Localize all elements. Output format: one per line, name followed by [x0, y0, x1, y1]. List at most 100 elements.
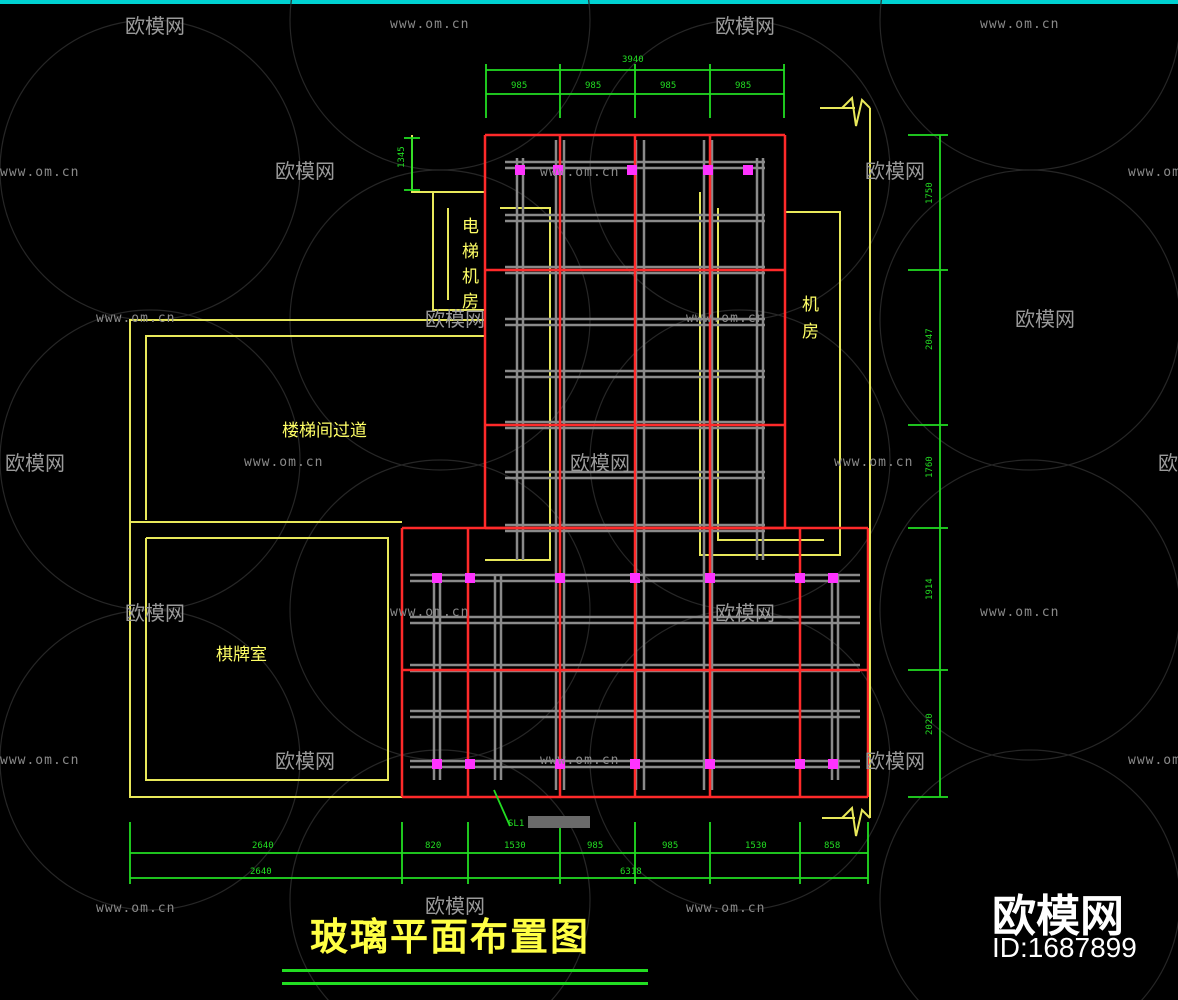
wall-line [699, 192, 841, 556]
grid-node [630, 759, 640, 769]
dimension-label: 1750 [925, 182, 935, 204]
grid-node [795, 573, 805, 583]
watermark-brand: 欧模网 [715, 601, 775, 625]
grid-node [555, 759, 565, 769]
room-label-char: 房 [462, 292, 479, 312]
room-label-elevator: 电梯机房 [462, 217, 479, 312]
wall-line [717, 208, 824, 541]
watermark-url: www.om.cn [540, 753, 619, 768]
dimension-label: 1530 [504, 841, 526, 851]
dimension-label: 985 [735, 81, 751, 91]
brand-logo: 欧模网 [992, 891, 1124, 942]
grid-node [705, 759, 715, 769]
break-symbol [841, 95, 871, 127]
watermark-brand: 欧模网 [425, 894, 485, 918]
room-label-char: 房 [802, 322, 819, 342]
dimension-label: 2047 [925, 328, 935, 350]
glass-grid [400, 133, 870, 799]
watermark-url: www.om.cn [686, 901, 765, 916]
room-label-char: 机 [462, 267, 479, 287]
dimension-label: 985 [587, 841, 603, 851]
watermark-url: www.om.cn [980, 17, 1059, 32]
watermark-brand: 欧模网 [275, 159, 335, 183]
watermark-brand: 欧模网 [1015, 307, 1075, 331]
grid-node [828, 573, 838, 583]
wall-line [129, 319, 485, 798]
watermark-circle [289, 749, 591, 1000]
wall-line [145, 335, 485, 520]
dimension-line [493, 789, 511, 827]
room-label-char: 机 [802, 295, 819, 315]
grid-nodes [432, 165, 838, 769]
watermark-brand: 欧模网 [570, 451, 630, 475]
watermark-url: www.om.cn [834, 455, 913, 470]
room-label-chess: 棋牌室 [216, 645, 267, 665]
wall-line [411, 135, 433, 193]
dimension-label: 6318 [620, 867, 642, 877]
grid-node [515, 165, 525, 175]
callout-label: SL1 [508, 819, 524, 829]
dimension-label: 2640 [250, 867, 272, 877]
watermark-url: www.om.cn [0, 165, 79, 180]
grid-node [555, 573, 565, 583]
grid-node [828, 759, 838, 769]
dimension-label: 3940 [622, 55, 644, 65]
watermark-brand: 欧模网 [125, 14, 185, 38]
grid-node [705, 573, 715, 583]
wall-line [145, 537, 389, 781]
dimension-label: 985 [660, 81, 676, 91]
watermark-url: www.om.cn [96, 311, 175, 326]
grid-node [703, 165, 713, 175]
watermark-circle [879, 749, 1178, 1000]
dimension-label: 1345 [397, 146, 407, 168]
room-label-char: 梯 [462, 242, 479, 262]
dimension-label: 985 [662, 841, 678, 851]
watermark-url: www.om.cn [540, 165, 619, 180]
watermark-circle [879, 169, 1178, 471]
room-label-char: 电 [462, 217, 479, 237]
dimension-label: 2640 [252, 841, 274, 851]
dimension-label: 985 [585, 81, 601, 91]
watermark-brand: 欧模网 [425, 307, 485, 331]
watermark-url: www.om.cn [1128, 753, 1178, 768]
watermark-url: www.om.cn [1128, 165, 1178, 180]
watermark-url: www.om.cn [244, 455, 323, 470]
room-label-machine: 机房 [802, 295, 819, 342]
grid-node [795, 759, 805, 769]
watermark-brand: 欧模网 [125, 601, 185, 625]
watermark-brand: 欧模网 [5, 451, 65, 475]
title-underline [282, 969, 648, 985]
break-symbol [841, 805, 871, 837]
watermark-url: www.om.cn [390, 605, 469, 620]
watermark-url: www.om.cn [980, 605, 1059, 620]
watermark-brand: 欧模网 [275, 749, 335, 773]
watermark-url: www.om.cn [686, 311, 765, 326]
grid-node [627, 165, 637, 175]
grid-node [432, 573, 442, 583]
grid-node [465, 759, 475, 769]
watermark-circle [0, 609, 301, 911]
watermark-url: www.om.cn [0, 753, 79, 768]
dimension-label: 2020 [925, 713, 935, 735]
wall-line [432, 192, 485, 311]
dimension-label: 985 [511, 81, 527, 91]
grid-node [465, 573, 475, 583]
room-labels: 电梯机房机房楼梯间过道棋牌室 [216, 217, 819, 665]
dimension-label: 1530 [745, 841, 767, 851]
watermark-brand: 欧模网 [1158, 451, 1178, 475]
brand-id: ID:1687899 [992, 932, 1137, 963]
dimension-lines [129, 64, 948, 884]
room-label-corridor: 楼梯间过道 [282, 421, 367, 441]
grid-node [743, 165, 753, 175]
callout-tag [528, 816, 590, 828]
drawing-title: 玻璃平面布置图 [310, 915, 591, 959]
watermark-brand: 欧模网 [865, 749, 925, 773]
watermark-circle [879, 459, 1178, 761]
dimension-label: 1914 [925, 578, 935, 600]
watermark-brand: 欧模网 [715, 14, 775, 38]
watermark-url: www.om.cn [96, 901, 175, 916]
watermark-url: www.om.cn [390, 17, 469, 32]
